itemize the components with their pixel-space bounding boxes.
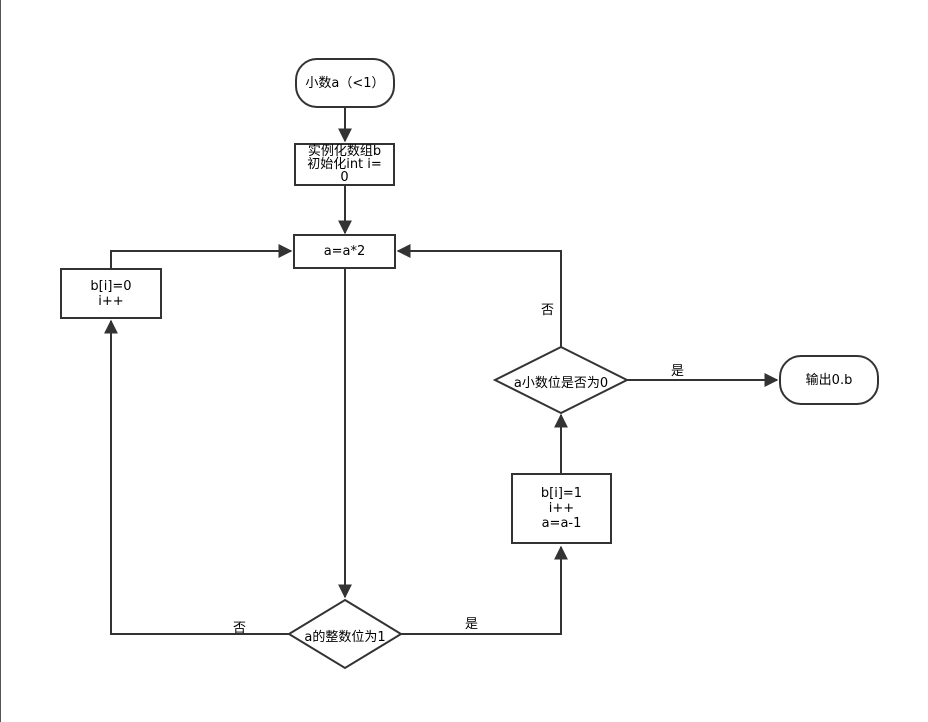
set-zero-box: b[i]=0 i++: [60, 268, 162, 319]
check-integer-text: a的整数位为1: [304, 630, 386, 645]
label-fraction-yes: 是: [671, 364, 685, 379]
set-zero-line-2: i++: [98, 293, 124, 309]
label-integer-no: 否: [233, 621, 247, 636]
output-text: 输出0.b: [805, 372, 853, 388]
init-box: 实例化数组b 初始化int i= 0: [294, 143, 395, 186]
label-integer-yes: 是: [465, 617, 479, 632]
set-zero-line-1: b[i]=0: [90, 278, 132, 294]
edge-check-no: [104, 319, 289, 635]
set-one-line-3: a=a-1: [541, 516, 582, 531]
check-fraction-text: a小数位是否为0: [513, 376, 609, 391]
init-line-1: 实例化数组b: [307, 144, 382, 159]
start-text: 小数a（<1）: [305, 75, 385, 91]
label-fraction-no: 否: [541, 303, 555, 318]
check-fraction-diamond: [492, 345, 630, 415]
output-node: 输出0.b: [779, 355, 879, 405]
edge-fraction-no: [396, 244, 562, 347]
set-one-line-2: i++: [548, 501, 575, 516]
edge-zero-multiply: [110, 244, 293, 268]
multiply-box: a=a*2: [293, 234, 396, 269]
set-one-line-1: b[i]=1: [540, 486, 583, 501]
init-line-2: 初始化int i=: [307, 157, 382, 172]
multiply-text: a=a*2: [323, 244, 366, 259]
check-integer-diamond: [287, 598, 403, 670]
edge-check-yes: [401, 545, 568, 635]
set-one-box: b[i]=1 i++ a=a-1: [511, 473, 612, 544]
start-node: 小数a（<1）: [295, 58, 395, 108]
init-line-3: 0: [340, 170, 349, 185]
